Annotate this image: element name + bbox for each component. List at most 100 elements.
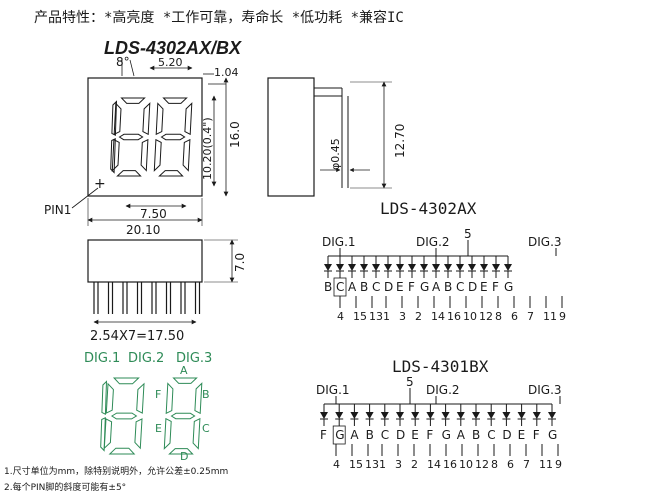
schem-ax-diode-5 (384, 264, 392, 271)
schem-bx-pin-8: 10 (459, 458, 473, 471)
schem-bx-pin-6: 14 (427, 458, 441, 471)
seg-label-b: B (202, 388, 210, 401)
bottom-pin-group (93, 282, 201, 314)
schem-bx-group-box (332, 425, 346, 445)
seg-digit-3-seg-c (192, 417, 201, 450)
schem-bx-pin-4: 3 (395, 458, 402, 471)
front-digit-3-seg-g (160, 133, 186, 141)
schem-bx-seg-11: C (487, 428, 495, 442)
seg-digit-1-seg-b (101, 380, 108, 415)
front-digit-3-seg-d (158, 170, 184, 177)
schem-ax-seg-5: D (384, 280, 393, 294)
schem-bx-seg-7: F (426, 428, 433, 442)
schem-ax-seg-11: C (456, 280, 464, 294)
front-digit-2-seg-c (140, 138, 149, 172)
front-digit-2-seg-b (142, 102, 151, 136)
schem-bx-diode-1 (335, 412, 344, 419)
schem-bx-diode-9 (456, 412, 465, 419)
dim-160: 16.0 (228, 121, 242, 148)
schem-bx-pin-13: 11 (539, 458, 553, 471)
schem-bx-seg-12: D (502, 428, 511, 442)
dim-1270: 12.70 (393, 124, 407, 158)
schem-bx-seg-6: E (411, 428, 419, 442)
schem-bx-dig-label-2: DIG.2 (426, 383, 460, 397)
schem-ax-diode-10 (444, 264, 452, 271)
seg-digit-3-seg-a (172, 377, 198, 384)
schematic-bx-title: LDS-4301BX (392, 357, 489, 376)
feature-header: 产品特性：*高亮度 *工作可靠，寿命长 *低功耗 *兼容IC (34, 9, 404, 26)
pin1-leader (71, 187, 99, 209)
schem-ax-pin-8: 10 (463, 310, 477, 323)
schem-ax-seg-12: D (468, 280, 477, 294)
schem-bx-diode-11 (487, 412, 496, 419)
note-2: 2.每个PIN脚的斜度可能有±5° (4, 481, 126, 493)
schem-ax-seg-3: B (360, 280, 368, 294)
schem-ax-pin-1: 15 (353, 310, 367, 323)
schem-bx-diode-10 (472, 412, 480, 419)
seg-digit-2-seg-d (108, 447, 136, 455)
seg-digit-2-seg-c (134, 418, 143, 450)
schem-bx-seg-13: E (518, 428, 526, 442)
schem-bx-pin-14: 9 (555, 458, 562, 471)
schem-ax-seg-0: B (324, 280, 332, 294)
schem-ax-diode-7 (408, 264, 416, 271)
schem-bx-dig-label-1: DIG.1 (316, 383, 350, 397)
front-digit-2-seg-f (113, 102, 122, 136)
schem-ax-seg-13: E (480, 280, 488, 294)
seg-digit-2-seg-e (103, 418, 113, 450)
schem-bx-pin-10: 8 (491, 458, 498, 471)
seg-digit-3-seg-d (168, 448, 194, 455)
schem-ax-diode-8 (420, 264, 428, 271)
schem-bx-diode-6 (411, 412, 420, 419)
front-digit-3 (153, 97, 193, 177)
schem-ax-diode-3 (360, 264, 368, 271)
dim-8deg: 8° (116, 55, 130, 69)
schem-ax-seg-2: A (348, 280, 357, 294)
front-digit-1-seg-b (111, 100, 118, 136)
schem-ax-diode-12 (468, 264, 476, 271)
dim-line-8deg-b (129, 59, 135, 77)
schem-bx-common-pin: 5 (406, 375, 414, 389)
seg-digit-3-seg-g (170, 412, 196, 420)
segment-view: DIG.1 DIG.2 DIG.3 A B C D E F (84, 351, 212, 463)
schem-ax-pin-0: 4 (337, 310, 344, 323)
schem-bx-pin-2: 13 (365, 458, 379, 471)
schem-ax-pin-14: 9 (559, 310, 566, 323)
front-digit-2 (111, 97, 151, 177)
schem-ax-pin-12: 7 (527, 310, 534, 323)
schematic-ax-title: LDS-4302AX (380, 199, 477, 218)
segment-digit-group (100, 377, 203, 455)
schem-bx-seg-0: F (320, 428, 327, 442)
schem-bx-diode-12 (502, 412, 511, 419)
schem-ax-pin-11: 6 (511, 310, 518, 323)
seg-dig-label-3: DIG.3 (176, 351, 212, 366)
schem-ax-seg-4: C (372, 280, 380, 294)
seg-label-e: E (155, 422, 162, 435)
front-digit-group (110, 97, 193, 177)
schem-bx-seg-3: B (366, 428, 374, 442)
bottom-body-outline (87, 239, 203, 283)
seg-digit-3-seg-f (165, 382, 174, 415)
side-body-outline (267, 77, 315, 197)
note-1: 1.尺寸单位为mm，除特别说明外，允许公差±0.25mm (4, 465, 228, 477)
schem-bx-diode-7 (426, 412, 435, 419)
schem-bx-pin-9: 12 (475, 458, 489, 471)
dim-104: 1.04 (214, 66, 239, 79)
schem-ax-pin-3: 1 (383, 310, 390, 323)
schem-ax-seg-10: B (444, 280, 452, 294)
schem-ax-diode-15 (504, 264, 512, 271)
seg-digit-2 (103, 377, 145, 455)
dim-pitch: 2.54X7=17.50 (90, 329, 184, 344)
front-digit-1-seg-c (110, 137, 116, 174)
schem-bx-seg-5: D (396, 428, 405, 442)
schem-bx-diode-0 (320, 412, 328, 419)
schem-bx-diode-5 (396, 412, 404, 419)
seg-dig-label-2: DIG.2 (128, 351, 164, 366)
schem-ax-diode-9 (432, 264, 440, 271)
schem-ax-dig-label-2: DIG.2 (416, 235, 450, 249)
front-digit-3-seg-a (162, 97, 188, 104)
schem-ax-pin-4: 3 (399, 310, 406, 323)
schem-bx-seg-4: C (381, 428, 389, 442)
